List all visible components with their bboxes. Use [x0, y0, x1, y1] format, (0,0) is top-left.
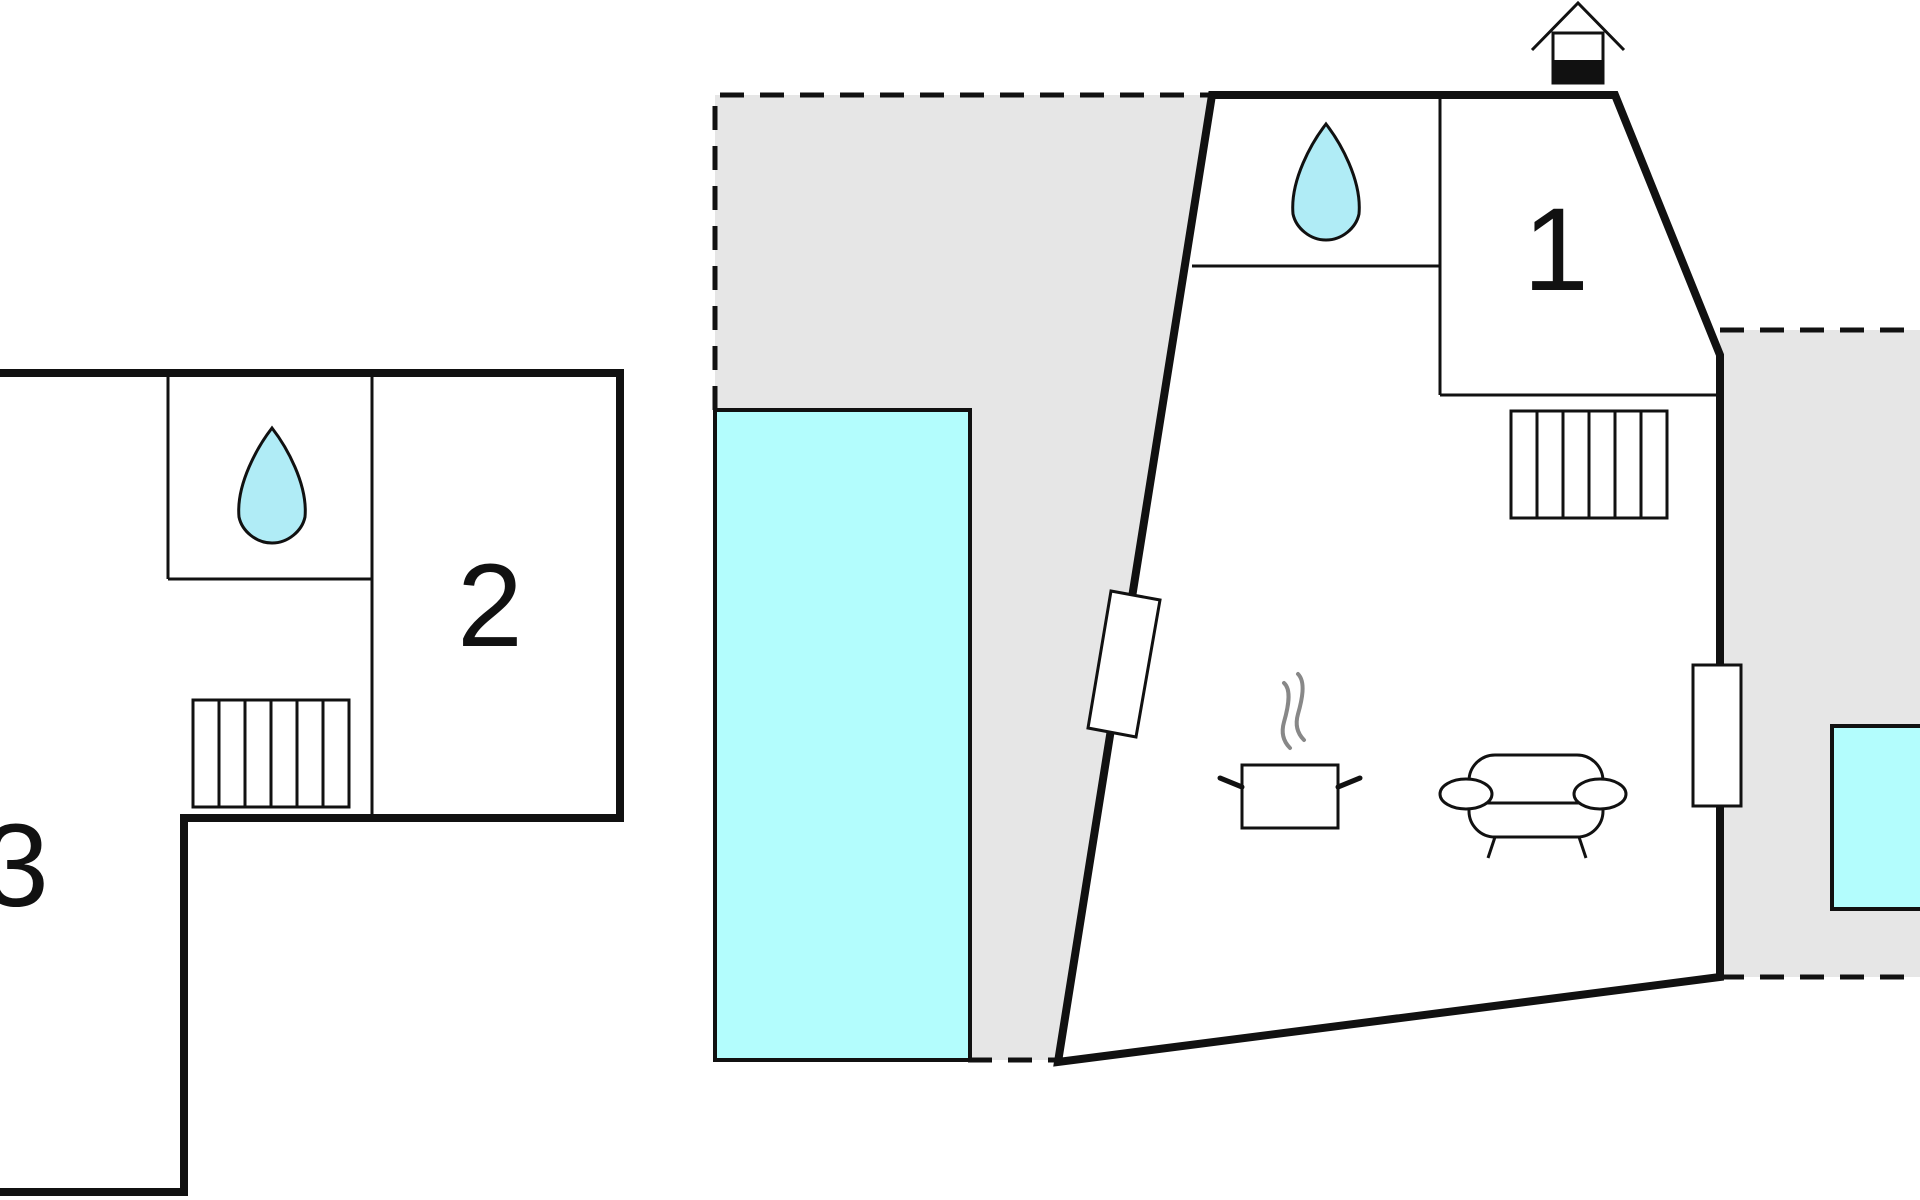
- water-drop-icon: [237, 425, 307, 545]
- window-icon: [1086, 589, 1162, 739]
- terrace-border-top: [712, 92, 1210, 410]
- window-icon: [1691, 663, 1743, 808]
- sofa-icon: [1438, 753, 1628, 859]
- radiator-icon: [1509, 409, 1669, 520]
- room-number-1: 1: [1523, 184, 1589, 316]
- pool-right: [1830, 724, 1920, 911]
- pool-left: [713, 408, 972, 1062]
- room-number-2: 2: [457, 540, 523, 672]
- room-number-3: 3: [0, 800, 49, 932]
- chimney-icon: [1530, 0, 1626, 85]
- left-building-outline: [0, 369, 624, 1196]
- cooking-pot-icon: [1217, 672, 1363, 830]
- radiator-icon: [191, 698, 351, 809]
- water-drop-icon: [1291, 121, 1361, 242]
